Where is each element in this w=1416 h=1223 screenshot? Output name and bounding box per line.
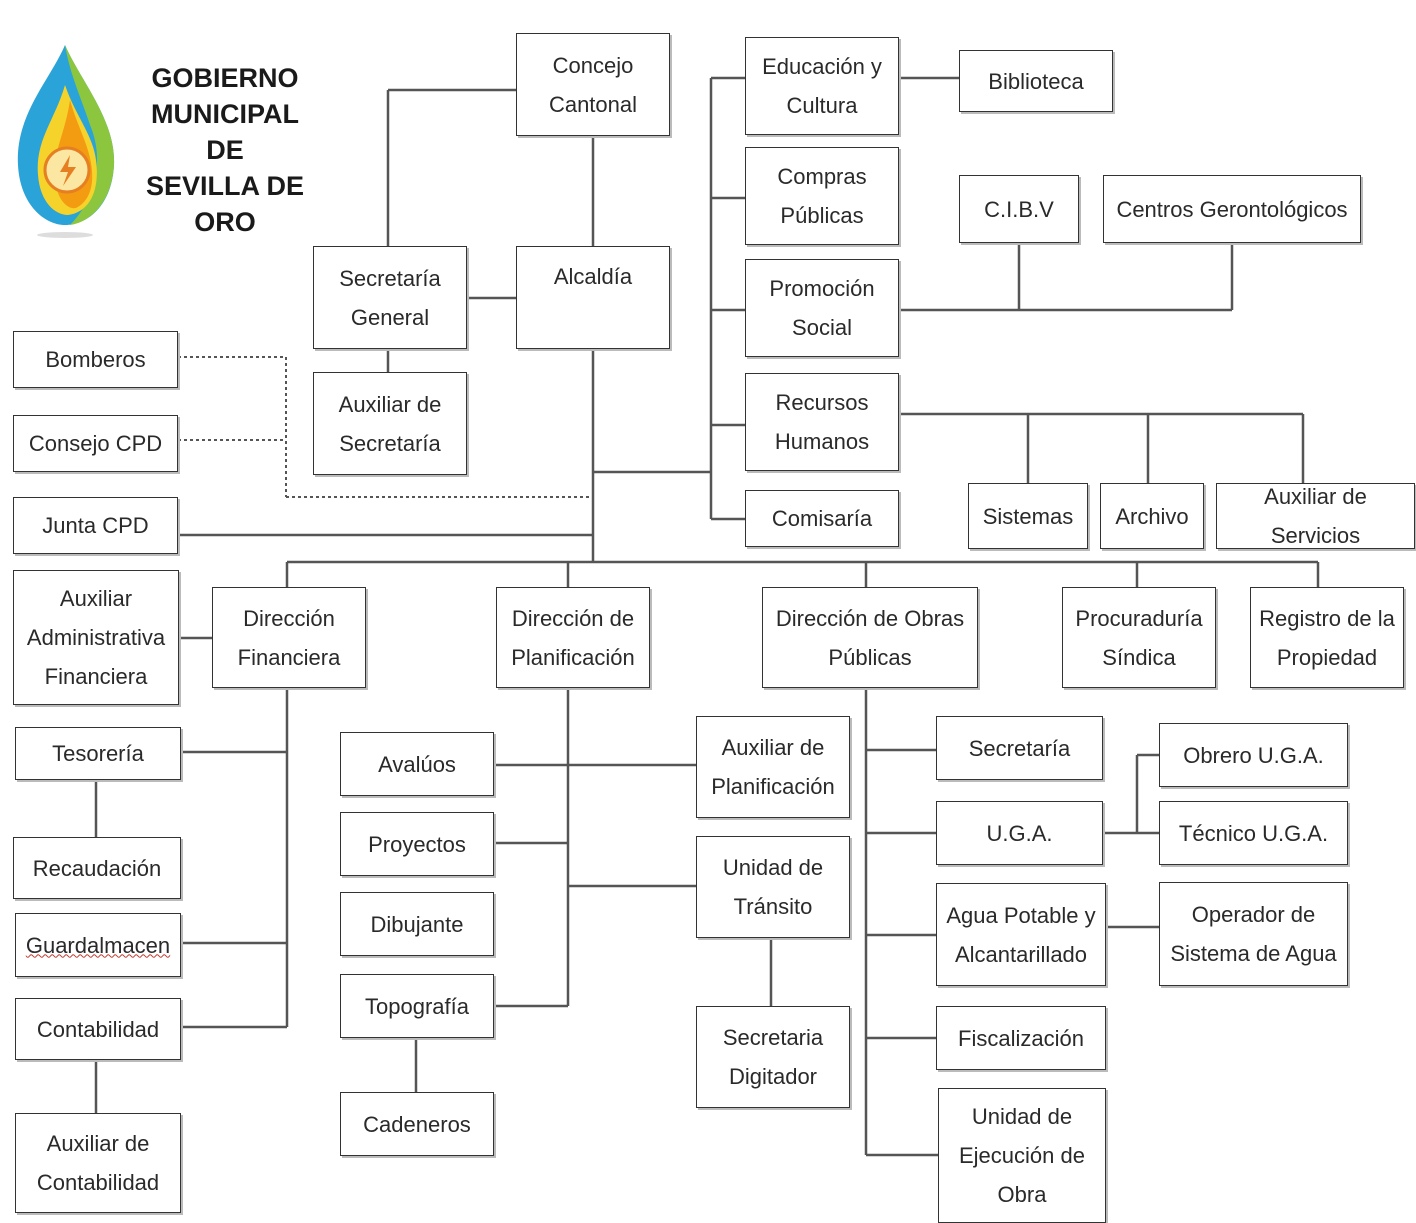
unidad-transito-box: Unidad de Tránsito <box>696 836 850 938</box>
direccion-obras-publicas-box: Dirección de Obras Públicas <box>762 587 978 688</box>
archivo-box: Archivo <box>1100 483 1204 549</box>
auxiliar-planificacion-box: Auxiliar de Planificación <box>696 716 850 818</box>
cibv-box: C.I.B.V <box>959 175 1079 243</box>
alcaldia-box: Alcaldía <box>516 246 670 349</box>
secretaria-general-box: Secretaría General <box>313 246 467 349</box>
topografia-box: Topografía <box>340 974 494 1038</box>
organization-name: GOBIERNO MUNICIPAL DE SEVILLA DE ORO <box>145 63 305 237</box>
centros-gerontologicos-box: Centros Gerontológicos <box>1103 175 1361 243</box>
secretaria-digitador-box: Secretaria Digitador <box>696 1006 850 1108</box>
cadeneros-box: Cadeneros <box>340 1092 494 1156</box>
proyectos-box: Proyectos <box>340 812 494 876</box>
promocion-social-box: Promoción Social <box>745 259 899 357</box>
auxiliar-administrativa-financiera-box: Auxiliar Administrativa Financiera <box>13 570 179 705</box>
guardalmacen-box: Guardalmacen <box>15 913 181 977</box>
auxiliar-contabilidad-box: Auxiliar de Contabilidad <box>15 1113 181 1213</box>
secretaria-obras-box: Secretaría <box>936 716 1103 780</box>
auxiliar-secretaria-box: Auxiliar de Secretaría <box>313 372 467 475</box>
obrero-uga-box: Obrero U.G.A. <box>1159 723 1348 787</box>
auxiliar-servicios-box: Auxiliar de Servicios <box>1216 483 1415 549</box>
recursos-humanos-box: Recursos Humanos <box>745 373 899 471</box>
registro-propiedad-box: Registro de la Propiedad <box>1250 587 1404 688</box>
compras-publicas-box: Compras Públicas <box>745 147 899 245</box>
bomberos-box: Bomberos <box>13 331 178 388</box>
avaluos-box: Avalúos <box>340 732 494 796</box>
direccion-planificacion-box: Dirección de Planificación <box>496 587 650 688</box>
direccion-financiera-box: Dirección Financiera <box>212 587 366 688</box>
tecnico-uga-box: Técnico U.G.A. <box>1159 801 1348 865</box>
procuraduria-sindica-box: Procuraduría Síndica <box>1062 587 1216 688</box>
operador-sistema-agua-box: Operador de Sistema de Agua <box>1159 882 1348 986</box>
recaudacion-box: Recaudación <box>13 837 181 899</box>
biblioteca-box: Biblioteca <box>959 50 1113 112</box>
comisaria-box: Comisaría <box>745 490 899 547</box>
uga-box: U.G.A. <box>936 801 1103 865</box>
fiscalizacion-box: Fiscalización <box>936 1006 1106 1070</box>
concejo-cantonal-box: Concejo Cantonal <box>516 33 670 136</box>
unidad-ejecucion-obra-box: Unidad de Ejecución de Obra <box>938 1088 1106 1223</box>
sistemas-box: Sistemas <box>968 483 1088 549</box>
tesoreria-box: Tesorería <box>15 727 181 780</box>
consejo-cpd-box: Consejo CPD <box>13 415 178 472</box>
agua-potable-box: Agua Potable y Alcantarillado <box>936 883 1106 986</box>
water-drop-lightning-logo <box>17 45 115 238</box>
educacion-cultura-box: Educación y Cultura <box>745 37 899 135</box>
dibujante-box: Dibujante <box>340 892 494 956</box>
contabilidad-box: Contabilidad <box>15 998 181 1060</box>
junta-cpd-box: Junta CPD <box>13 497 178 554</box>
guardalmacen-label: Guardalmacen <box>25 932 171 958</box>
